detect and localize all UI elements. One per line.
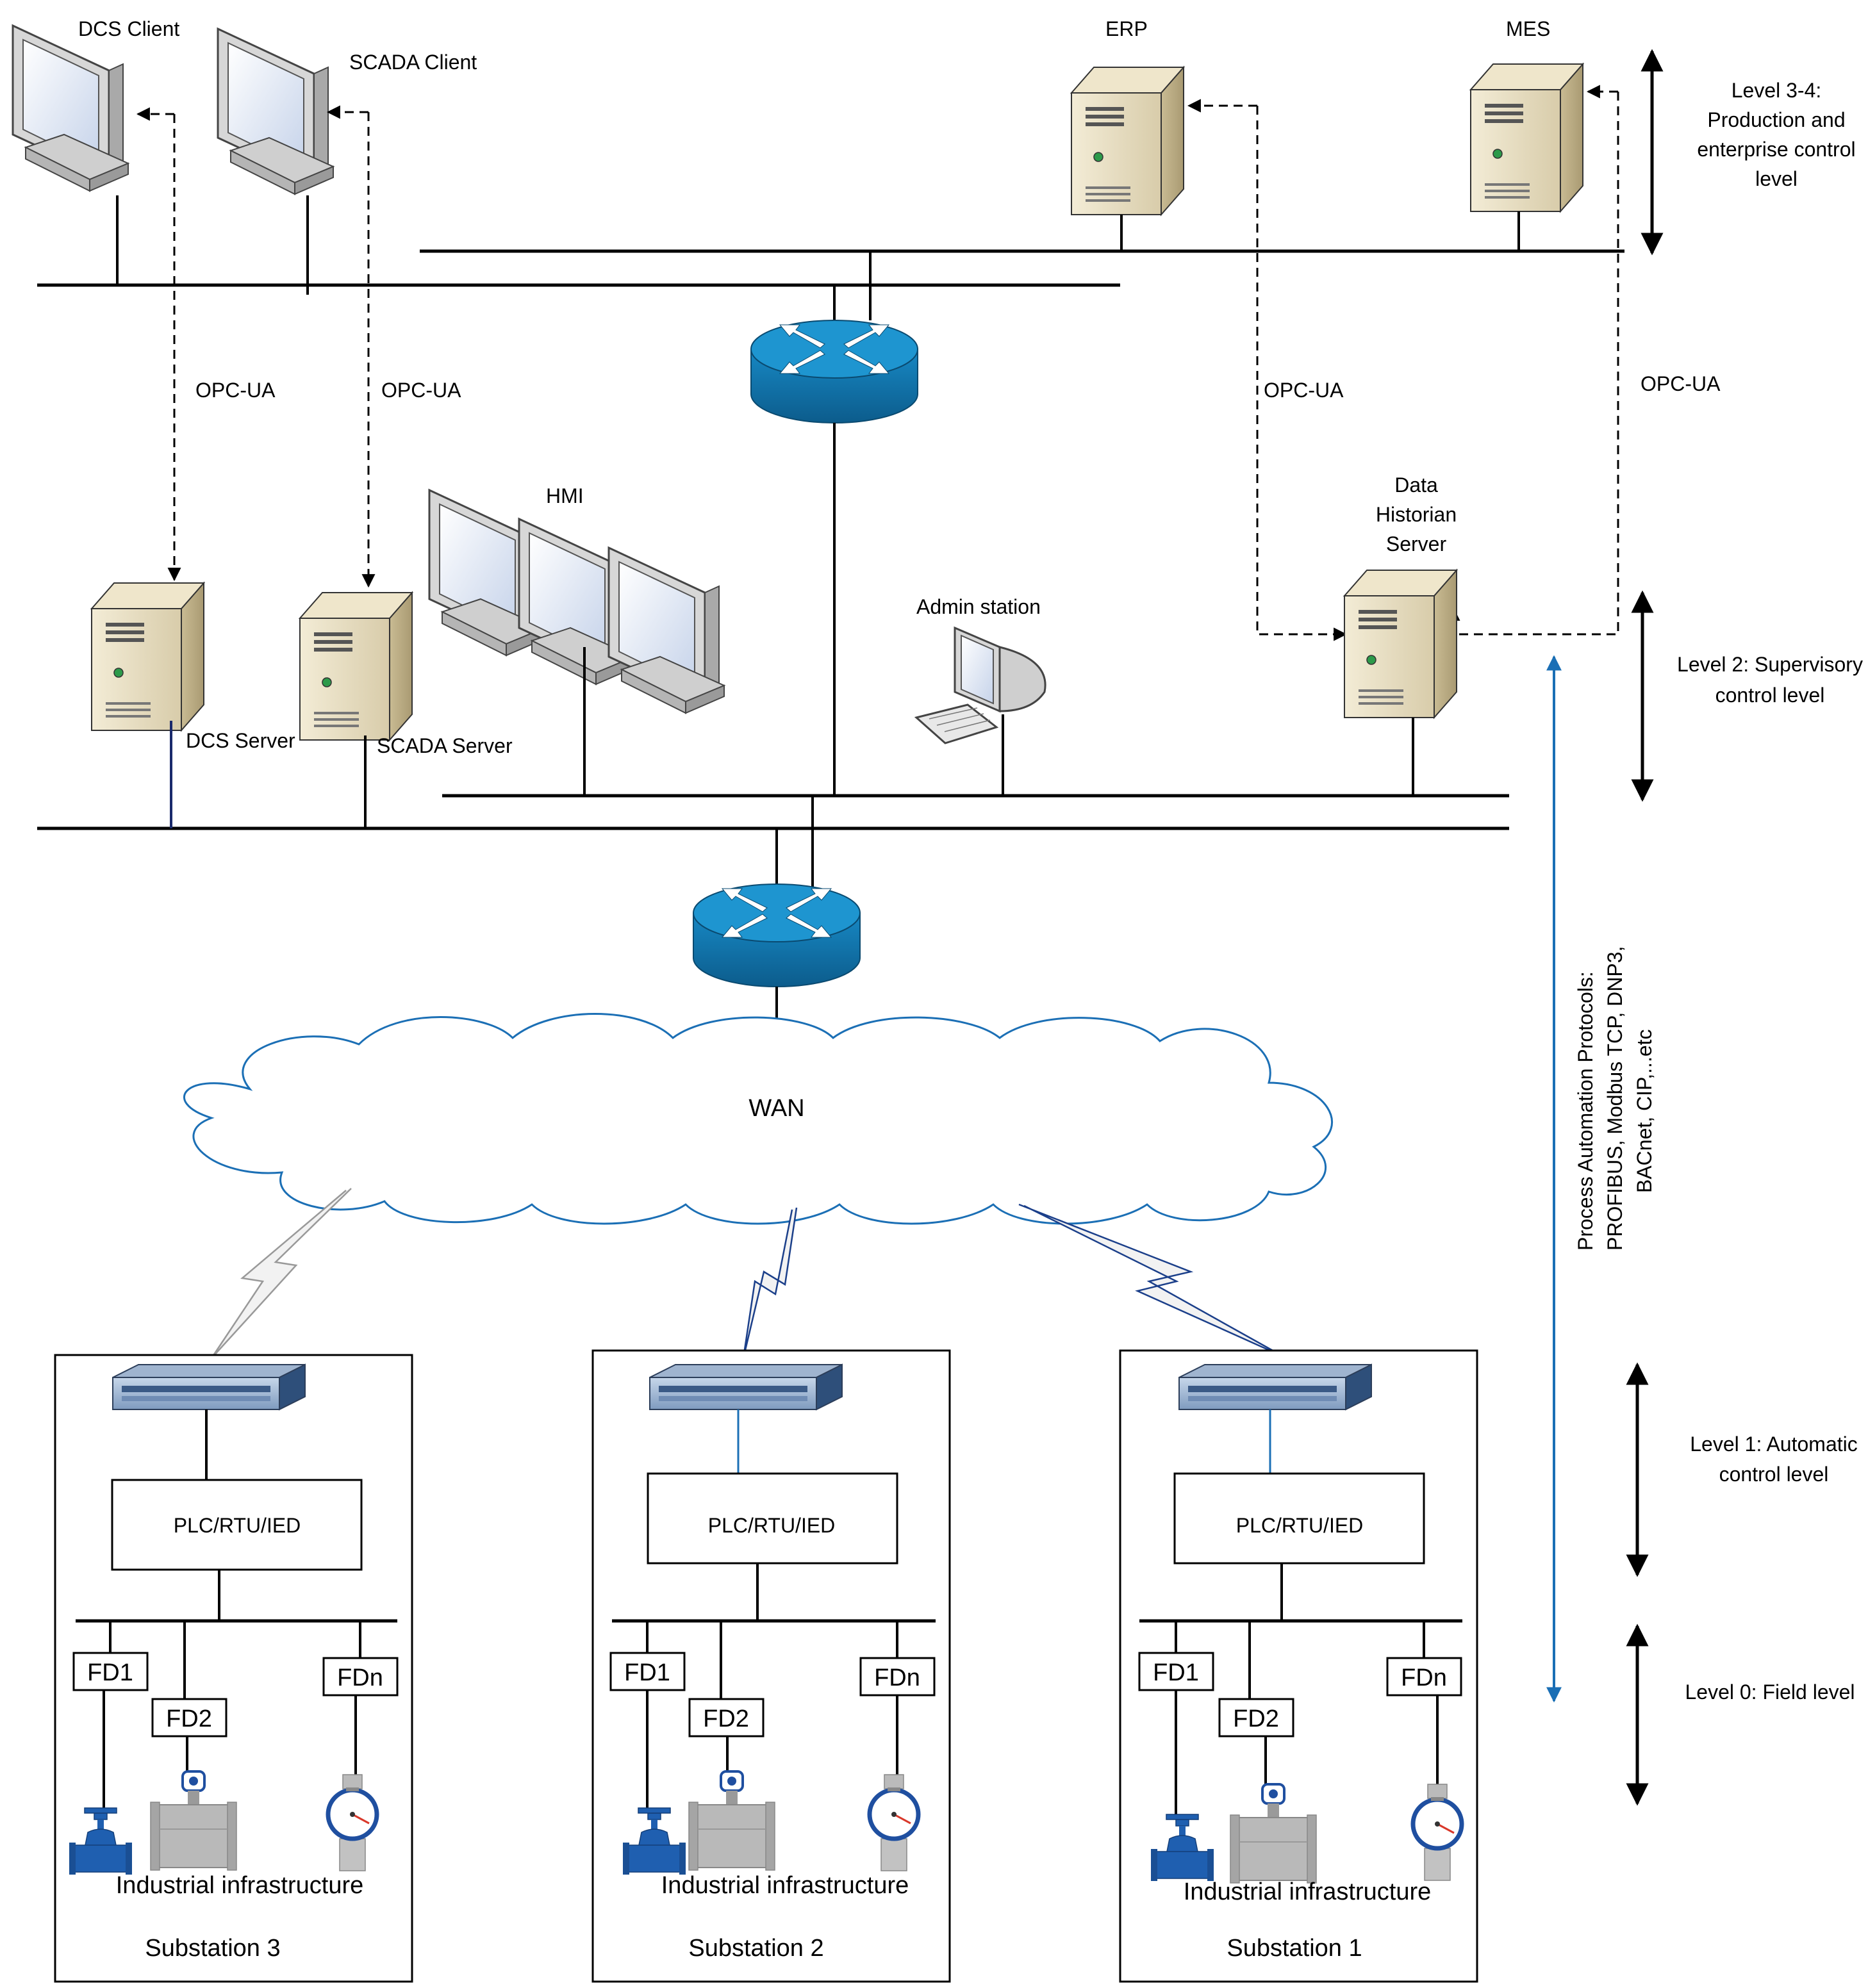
substation-3-fdn-box — [322, 1657, 399, 1696]
erp-label: ERP — [1105, 17, 1148, 40]
bottom-router-icon — [693, 883, 861, 987]
substation-1-controller-box — [1173, 1472, 1425, 1565]
substation-3-infra-label: Industrial infrastructure — [116, 1872, 364, 1899]
hmi-label: HMI — [546, 484, 584, 507]
substation-3-fd1-label: FD1 — [87, 1659, 133, 1686]
substation-1-infra-label: Industrial infrastructure — [1184, 1878, 1432, 1905]
substation-2-fdn-label: FDn — [874, 1664, 920, 1691]
level-3-4-line3: enterprise control — [1697, 138, 1855, 161]
admin-station-label: Admin station — [916, 595, 1041, 618]
substation-1-fd2-box — [1218, 1698, 1294, 1737]
substation-2-controller-label: PLC/RTU/IED — [708, 1514, 836, 1537]
mes-server-icon — [1470, 63, 1583, 212]
substation-3-controller-box — [111, 1479, 363, 1571]
opc-ua-label-3: OPC-UA — [1264, 379, 1344, 402]
substation-1-controller-label: PLC/RTU/IED — [1236, 1514, 1364, 1537]
historian-line2: Historian — [1376, 503, 1457, 526]
substation-2: PLC/RTU/IED FD1 FD2 FDn Industrial infra… — [591, 1349, 951, 1983]
process-protocols-text: Process Automation Protocols: PROFIBUS, … — [1574, 946, 1656, 1251]
dcs-client-icon — [12, 24, 129, 192]
historian-line1: Data — [1394, 473, 1438, 497]
substation-1-fd2-label: FD2 — [1233, 1705, 1279, 1732]
substation-3-name-label: Substation 3 — [145, 1935, 280, 1962]
level-3-4-line1: Level 3-4: — [1732, 79, 1822, 102]
data-historian-server-icon — [1344, 570, 1457, 718]
substation-1-name-label: Substation 1 — [1227, 1935, 1362, 1962]
opc-ua-label-4: OPC-UA — [1641, 372, 1721, 395]
level-1-line2: control level — [1719, 1463, 1829, 1486]
dcs-client-label: DCS Client — [78, 17, 179, 40]
wireless-link-substation-2 — [742, 1207, 798, 1359]
substation-3: PLC/RTU/IED FD1 FD2 FDn Industrial infra… — [54, 1354, 413, 1983]
substation-2-fdn-box — [859, 1657, 936, 1696]
substation-1: PLC/RTU/IED FD1 FD2 FDn Industrial infra… — [1119, 1349, 1478, 1983]
substation-2-switch-icon — [649, 1364, 843, 1410]
substation-2-name-label: Substation 2 — [688, 1935, 823, 1962]
substation-3-switch-icon — [112, 1364, 306, 1410]
substation-1-fdn-label: FDn — [1401, 1664, 1447, 1691]
substation-1-fd1-label: FD1 — [1153, 1659, 1199, 1686]
substation-2-fd1-box — [609, 1652, 686, 1691]
wireless-link-substation-3 — [210, 1188, 352, 1359]
historian-line3: Server — [1386, 532, 1447, 555]
dcs-server-icon — [91, 582, 204, 731]
scada-client-icon — [217, 28, 335, 195]
substation-2-controller-box — [647, 1472, 898, 1565]
substation-3-fdn-label: FDn — [337, 1664, 383, 1691]
substation-3-fd2-label: FD2 — [166, 1705, 212, 1732]
substation-2-infra-label: Industrial infrastructure — [661, 1872, 909, 1899]
scada-server-label: SCADA Server — [377, 734, 513, 757]
substation-3-controller-label: PLC/RTU/IED — [174, 1514, 301, 1537]
opc-ua-link-mes — [1446, 92, 1619, 636]
dcs-server-label: DCS Server — [186, 729, 295, 752]
scada-client-label: SCADA Client — [349, 51, 477, 74]
level-0-line1: Level 0: Field level — [1685, 1680, 1855, 1704]
substation-3-fd1-box — [72, 1652, 149, 1691]
scada-server-icon — [299, 592, 413, 741]
substation-1-switch-icon — [1178, 1364, 1372, 1410]
level-2-line2: control level — [1715, 684, 1825, 707]
process-protocols-line3: BACnet, CIP,...etc — [1633, 1029, 1656, 1193]
substation-1-fdn-box — [1386, 1657, 1462, 1696]
level-1-line1: Level 1: Automatic — [1690, 1433, 1857, 1456]
opc-ua-label-2: OPC-UA — [381, 379, 461, 402]
wan-label: WAN — [748, 1095, 804, 1122]
admin-station-icon — [914, 626, 1046, 744]
level-2-line1: Level 2: Supervisory — [1677, 653, 1863, 676]
substation-2-fd2-label: FD2 — [703, 1705, 749, 1732]
top-router-icon — [750, 320, 918, 423]
opc-ua-link-erp — [1256, 106, 1348, 641]
hmi-monitor-3-icon — [608, 546, 725, 714]
process-protocols-line2: PROFIBUS, Modbus TCP, DNP3, — [1603, 946, 1626, 1251]
substation-3-fd2-box — [151, 1698, 227, 1737]
substation-2-fd1-label: FD1 — [624, 1659, 670, 1686]
opc-ua-label-1: OPC-UA — [195, 379, 276, 402]
level-3-4-line2: Production and — [1707, 108, 1845, 131]
process-protocols-line1: Process Automation Protocols: — [1574, 971, 1597, 1251]
mes-label: MES — [1506, 17, 1550, 40]
wireless-link-substation-1 — [1018, 1203, 1285, 1358]
wan-cloud — [183, 1013, 1333, 1225]
erp-server-icon — [1071, 67, 1184, 215]
level-3-4-line4: level — [1755, 167, 1798, 190]
